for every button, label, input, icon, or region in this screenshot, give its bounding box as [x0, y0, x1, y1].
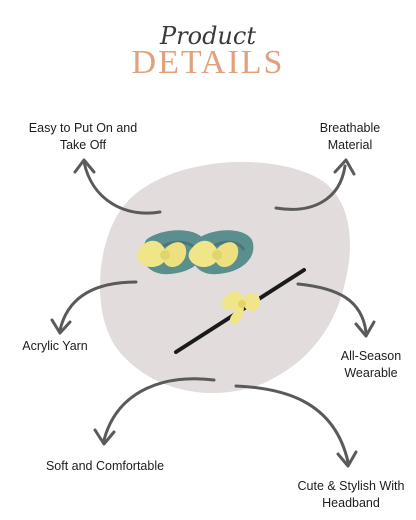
arrow-breathe [274, 164, 347, 211]
arrow-breathe-head [333, 158, 356, 176]
arrow-acrylic [58, 280, 138, 332]
feature-acrylic-label: Acrylic Yarn [22, 339, 88, 353]
arrow-cute-head [336, 450, 358, 468]
arrow-acrylic-head [50, 318, 72, 335]
right-shoe-image [188, 230, 254, 275]
feature-soft-label: Soft and Comfortable [45, 459, 165, 473]
arrow-season-head [354, 320, 376, 338]
arrow-cute [234, 384, 350, 464]
arrow-easy-head [73, 158, 96, 174]
feature-cute-label: Cute & Stylish With Headband [297, 479, 405, 510]
arrow-soft-head [93, 428, 116, 446]
headband-image [174, 268, 306, 354]
arrow-soft [102, 377, 216, 442]
feature-all-season-label: All-Season Wearable [340, 349, 402, 380]
title-main: DETAILS [131, 44, 285, 81]
feature-easy-label: Easy to Put On and Take Off [28, 121, 138, 152]
arrow-season [296, 282, 368, 334]
left-shoe-image [136, 230, 206, 275]
title-script: Product [160, 22, 256, 50]
feature-breathable-label: Breathable Material [319, 121, 381, 152]
arrow-easy [82, 160, 162, 215]
